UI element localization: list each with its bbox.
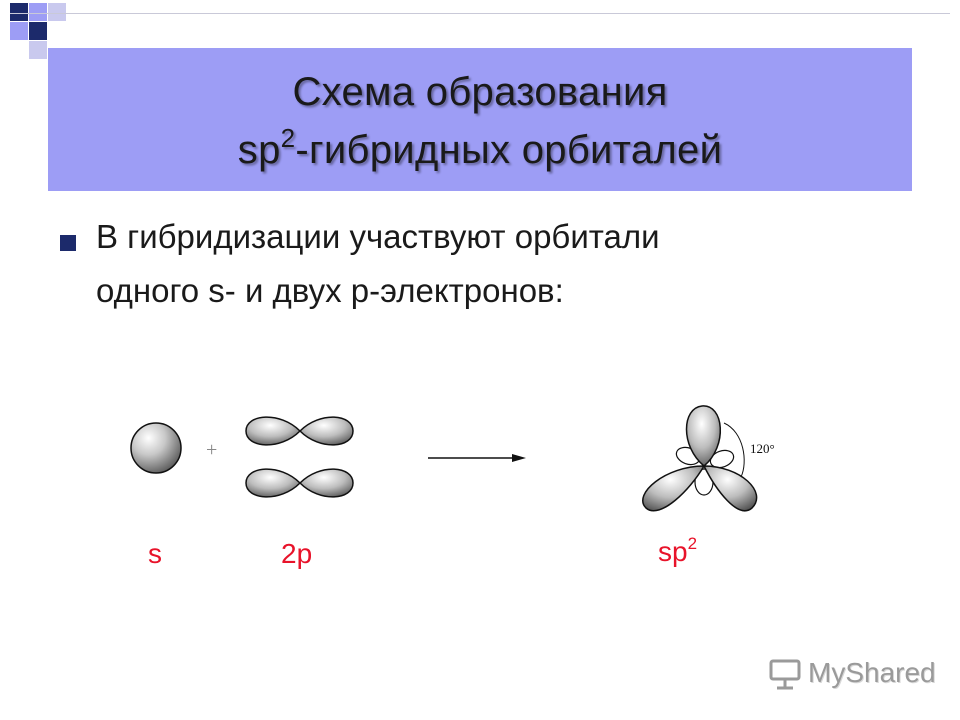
- corner-square-1: [10, 3, 28, 21]
- bullet-text-line-1: В гибридизации участвуют орбитали: [96, 218, 660, 255]
- title-line-1: Схема образования: [292, 70, 668, 114]
- title-line-2: sp2-гибридных орбиталей: [237, 123, 723, 172]
- bullet-text-line-2: одного s- и двух p-электронов:: [96, 272, 564, 309]
- angle-label: 120°: [750, 441, 775, 456]
- sp2-hybrid-orbitals: [642, 405, 758, 512]
- title-banner: Схема образования sp2-гибридных орбитале…: [48, 48, 912, 191]
- label-2p: 2p: [281, 538, 313, 569]
- corner-square-6: [29, 41, 47, 59]
- corner-square-3: [48, 3, 66, 21]
- presentation-icon: [769, 659, 801, 690]
- corner-square-5: [29, 22, 47, 40]
- reaction-arrow-head: [512, 454, 526, 462]
- s-orbital-sphere: [130, 422, 182, 474]
- top-rule: [10, 13, 950, 14]
- corner-square-4: [10, 22, 28, 40]
- label-s: s: [148, 538, 162, 569]
- p-orbital-top: [245, 416, 354, 446]
- bullet-marker: [60, 235, 76, 251]
- plus-sign: +: [206, 439, 217, 461]
- p-orbital-bottom: [245, 468, 354, 498]
- label-sp2: sp2: [658, 534, 698, 567]
- angle-arc: [723, 422, 745, 478]
- corner-square-2: [29, 3, 47, 21]
- watermark-text: MyShared: [808, 657, 936, 688]
